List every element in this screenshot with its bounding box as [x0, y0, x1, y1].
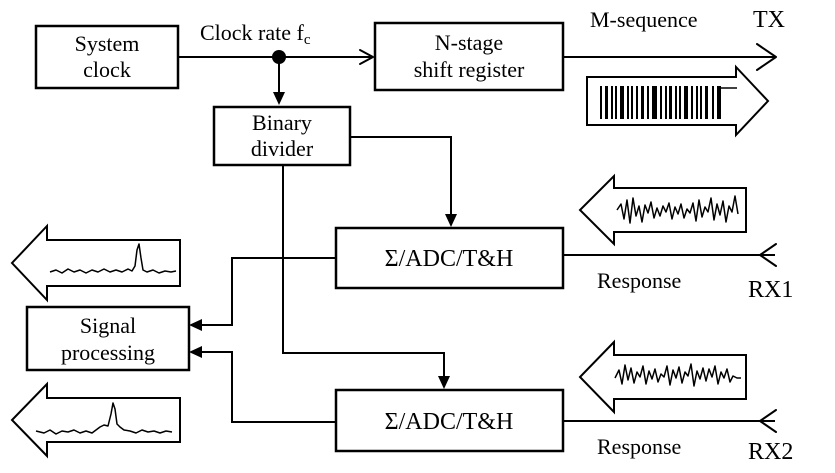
shift-register-block: N-stage shift register: [373, 21, 565, 92]
system-clock-block: System clock: [34, 24, 180, 90]
tx-label: TX: [753, 7, 785, 33]
system-clock-label-line1: System: [75, 31, 140, 56]
shift-register-label-line1: N-stage: [435, 30, 503, 55]
rx1-response-waveform: [616, 195, 739, 224]
processed-bottom-waveform: [35, 402, 173, 435]
signal-processing-label-line2: processing: [61, 340, 155, 365]
system-clock-label-line2: clock: [83, 57, 131, 82]
rx2-label: RX2: [748, 439, 793, 465]
adc-bottom-label: Σ/ADC/T&H: [385, 409, 514, 435]
rx2-input-arrowhead: [759, 409, 777, 433]
binary-divider-block: Binary divider: [212, 105, 352, 167]
signal-processing-label-line1: Signal: [80, 313, 136, 338]
m-sequence-barcode: [600, 86, 721, 119]
processed-output-top-illustration: [10, 223, 181, 303]
tx-fat-arrow: [586, 64, 770, 138]
processing-input-top-arrowhead: [189, 319, 202, 331]
shift-register-label-line2: shift register: [414, 57, 525, 82]
divider-input-arrowhead: [273, 92, 285, 105]
rx2-response-waveform: [614, 363, 741, 387]
adc-top-input-arrowhead: [445, 214, 457, 227]
processing-input-bottom-arrowhead: [189, 346, 202, 358]
rx2-signal-illustration: [578, 339, 747, 415]
m-sequence-label: M-sequence: [590, 7, 698, 32]
tx-output-arrowhead: [756, 43, 777, 71]
rx1-input-arrowhead: [759, 243, 777, 267]
adc-bottom-block: Σ/ADC/T&H: [334, 388, 565, 453]
processed-top-waveform: [49, 243, 177, 274]
rx1-signal-illustration: [578, 173, 747, 247]
adc-top-block: Σ/ADC/T&H: [334, 226, 565, 290]
processed-bottom-fat-arrow: [10, 381, 181, 459]
response-1-label: Response: [597, 268, 681, 293]
clock-rate-label: Clock rate fc: [200, 20, 311, 48]
adc-top-to-processing-line: [198, 257, 336, 326]
binary-divider-label-line1: Binary: [252, 110, 312, 135]
rx1-label: RX1: [748, 277, 793, 303]
adc-bottom-input-arrowhead: [438, 376, 450, 389]
signal-processing-block: Signal processing: [25, 305, 191, 372]
adc-top-label: Σ/ADC/T&H: [385, 246, 514, 272]
adc-bottom-to-processing-line: [198, 351, 336, 423]
processed-top-fat-arrow: [10, 223, 181, 303]
rx1-fat-arrow: [578, 173, 747, 247]
divider-to-adc-top-line: [350, 136, 452, 220]
shift-register-input-arrowhead: [359, 49, 374, 65]
processed-output-bottom-illustration: [10, 381, 181, 459]
response-2-label: Response: [597, 434, 681, 459]
binary-divider-label-line2: divider: [251, 136, 314, 161]
tx-signal-illustration: [586, 64, 770, 138]
